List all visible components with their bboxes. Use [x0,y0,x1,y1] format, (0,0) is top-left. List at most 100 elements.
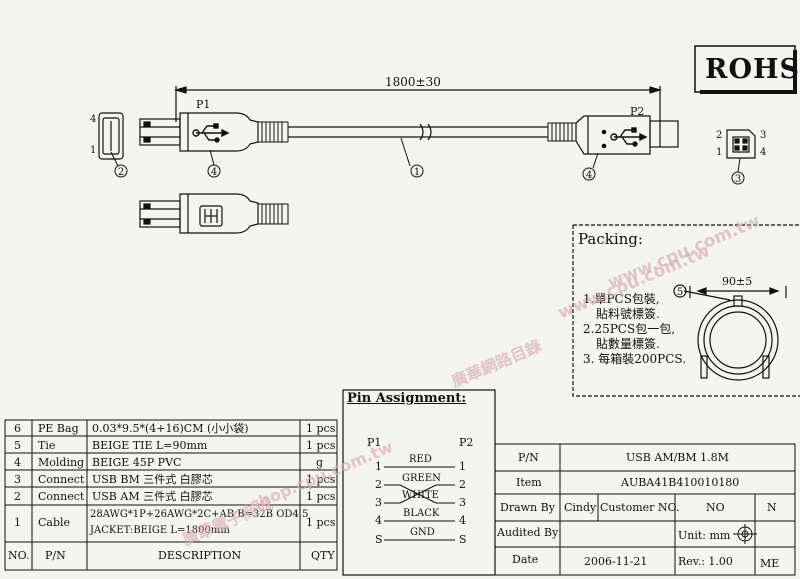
bom-row-2-desc: USB AM 三件式 白膠芯 [92,490,213,503]
projection-symbol-icon [733,524,757,544]
packing-line-1: 1.單PCS包裝, [583,292,660,306]
pin-right-3: 3 [459,496,466,509]
pin-left-2: 2 [375,478,382,491]
bom-row-1-desc2: JACKET:BEIGE L=1800mm [90,525,230,536]
bom-row-1-pn: Cable [38,516,71,529]
bom-row-2-pn: Connect [38,490,85,503]
bom-row-4-pn: Molding [38,456,85,469]
wire-color-white: WHITE [402,490,439,501]
callout-1-circle [410,164,424,178]
bom-row-3-qty: 1 pcs [306,473,336,486]
packing-line-5: 3. 每箱裝200PCS. [583,352,687,366]
pin-right-1: 1 [459,460,466,473]
wire-color-gnd: GND [410,527,435,538]
title-audited-label: Audited By [497,526,559,539]
pin-right-4: 4 [459,514,466,527]
callout-3-label: 3 [735,174,741,185]
socket-a-pin-top: 4 [90,114,97,125]
cable-coil [673,284,787,381]
bom-header-description: DESCRIPTION [158,549,242,562]
title-pn-label: P/N [518,451,539,464]
title-block-grid [494,443,796,576]
bom-row-6-qty: 1 pcs [306,422,336,435]
bom-row-2-no: 2 [14,490,21,503]
bom-row-1-qty: 1 pcs [306,516,336,529]
bom-row-4-no: 4 [14,456,21,469]
title-pn-value: USB AM/BM 1.8M [626,451,729,464]
title-me: ME [760,557,780,570]
callout-4-circle [207,164,221,178]
title-rev: Rev.: 1.00 [678,555,733,568]
end-label-p1: P1 [196,98,211,111]
callout-5-circle [673,284,687,298]
pin-wiring [384,466,455,541]
pin-right-s: S [459,533,467,546]
title-unit: Unit: mm [678,529,731,542]
pin-assignment-title: Pin Assignment: [347,391,467,406]
wire-color-green: GREEN [402,473,441,484]
callout-5-label: 5 [677,287,683,298]
packing-frame [572,225,800,397]
bom-row-5-pn: Tie [38,439,56,452]
packing-line-4: 貼數量標簽. [596,337,660,351]
pin-right-2: 2 [459,478,466,491]
title-customer-value: NO [706,501,725,514]
bom-row-6-pn: PE Bag [38,422,79,435]
bom-row-6-no: 6 [14,422,21,435]
packing-title: Packing: [578,230,643,248]
bom-header-qty: QTY [311,549,335,562]
title-customer-label: Customer NO. [600,501,680,514]
bom-row-3-no: 3 [14,473,21,486]
title-item-label: Item [516,476,542,489]
callout-4b-label: 4 [586,170,592,181]
usb-b-socket-front [726,129,756,159]
usb-symbol-icon [601,127,648,149]
coil-diameter-dimension: 90±5 [722,275,753,288]
socket-b-pin-br: 4 [760,147,767,158]
socket-a-pin-bottom: 1 [90,145,97,156]
pin-left-4: 4 [375,514,382,527]
bom-row-3-pn: Connect [38,473,85,486]
title-customer-mark: N [767,501,777,514]
rohs-badge: ROHS [705,54,800,85]
title-drawn-label: Drawn By [500,501,555,514]
callout-4b-circle [582,167,596,181]
callout-2-circle [114,164,128,178]
usb-a-plug-top-view [139,193,289,234]
usb-symbol-icon [192,123,230,143]
callout-4-label: 4 [211,167,217,178]
cable-length-dimension: 1800±30 [385,75,441,89]
wire-color-black: BLACK [403,508,440,519]
bom-row-1-no: 1 [14,516,21,529]
packing-line-2: 貼料號標簽. [596,307,660,321]
socket-b-pin-bl: 1 [716,147,723,158]
pin-header-p2: P2 [459,436,474,449]
bom-row-5-desc: BEIGE TIE L=90mm [92,439,208,452]
bom-row-1-desc: 28AWG*1P+26AWG*2C+AB B=32B OD4.5 [90,509,309,520]
bom-header-no: NO. [8,549,30,562]
socket-b-pin-tr: 3 [760,130,767,141]
callout-2-label: 2 [118,167,124,178]
title-drawn-value: Cindy [564,501,597,514]
bom-row-5-no: 5 [14,439,21,452]
title-item-value: AUBA41B410010180 [621,476,740,489]
title-date-label: Date [512,553,539,566]
bom-row-5-qty: 1 pcs [306,439,336,452]
wire-color-red: RED [409,454,432,465]
pin-left-3: 3 [375,496,382,509]
pin-left-s: S [375,533,383,546]
bom-row-2-qty: 1 pcs [306,490,336,503]
socket-b-pin-tl: 2 [716,130,723,141]
end-label-p2: P2 [630,105,645,118]
bom-row-4-desc: BEIGE 45P PVC [92,456,182,469]
bom-row-6-desc: 0.03*9.5*(4+16)CM (小小袋) [92,422,249,435]
bom-row-3-desc: USB BM 三件式 白膠芯 [92,473,213,486]
bom-header-pn: P/N [45,549,66,562]
callout-3-circle [731,171,745,185]
pin-header-p1: P1 [367,436,382,449]
bom-row-4-qty: g [316,456,324,469]
packing-line-3: 2.25PCS包一包, [583,322,676,336]
length-dimension [173,86,663,122]
